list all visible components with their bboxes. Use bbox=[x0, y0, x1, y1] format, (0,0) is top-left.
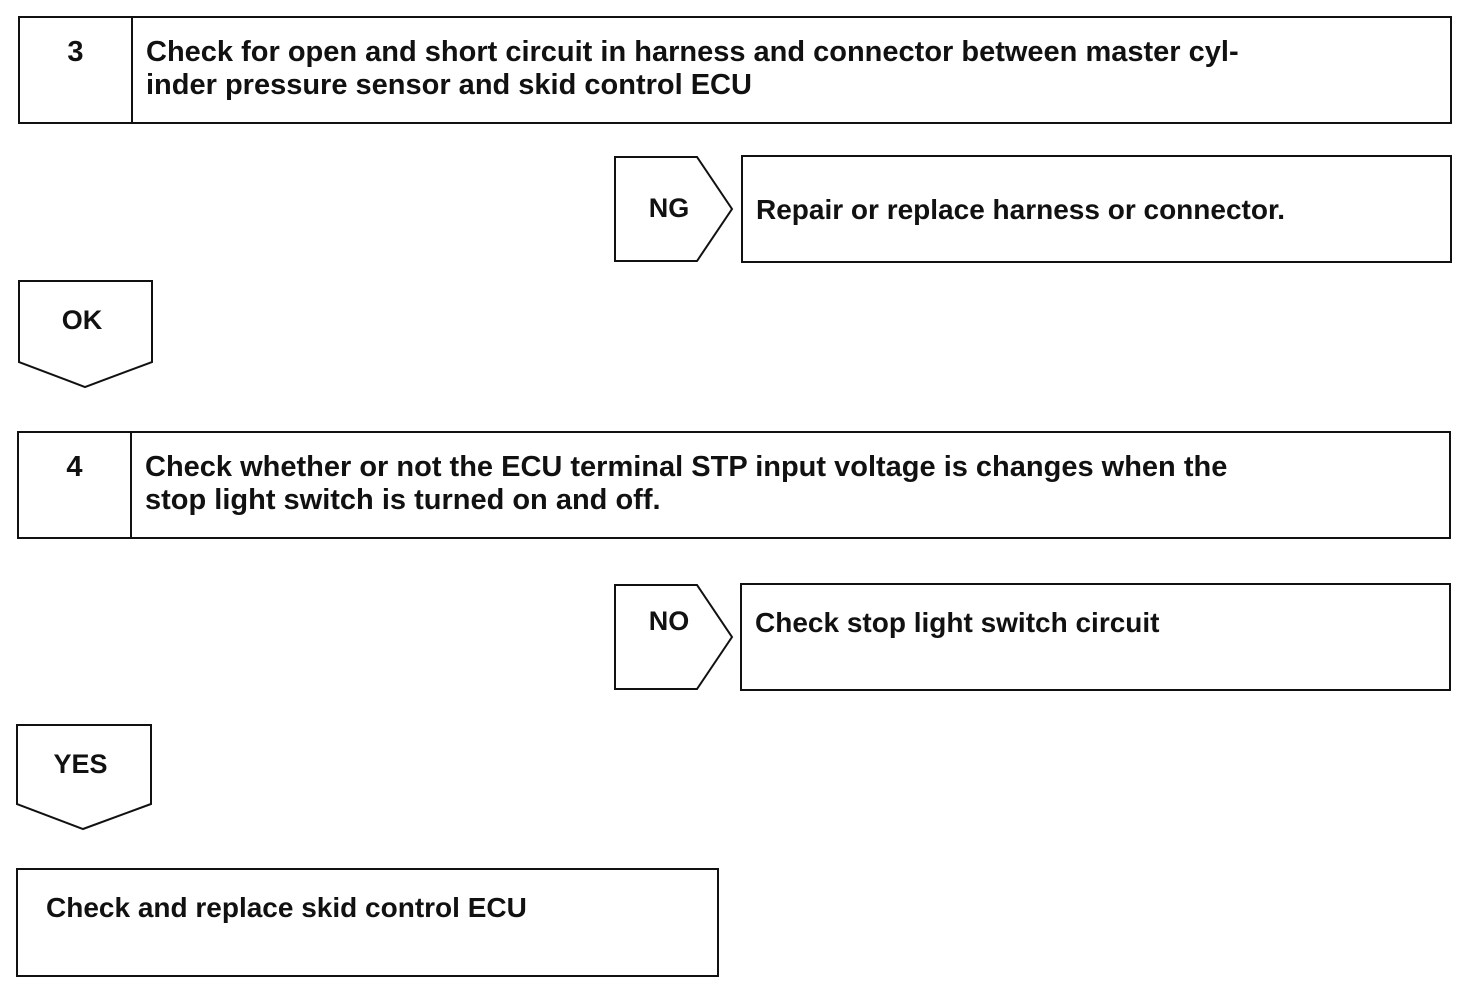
step-3-text-line-2: inder pressure sensor and skid control E… bbox=[146, 69, 752, 101]
step-4-text-line-2: stop light switch is turned on and off. bbox=[145, 484, 661, 516]
step-3-text-line-1: Check for open and short circuit in harn… bbox=[146, 36, 1239, 68]
step-4-text-line-1: Check whether or not the ECU terminal ST… bbox=[145, 451, 1228, 483]
final-action-box: Check and replace skid control ECU bbox=[16, 868, 719, 977]
yes-down-arrow bbox=[16, 724, 152, 831]
yes-label: YES bbox=[53, 749, 108, 779]
no-result-text: Check stop light switch circuit bbox=[755, 607, 1160, 638]
step-3-text: Check for open and short circuit in harn… bbox=[133, 18, 1450, 122]
ng-branch-arrow bbox=[614, 156, 734, 262]
step-3-box: 3 Check for open and short circuit in ha… bbox=[18, 16, 1452, 124]
step-4-number: 4 bbox=[19, 433, 132, 537]
step-3-number: 3 bbox=[20, 18, 133, 122]
step-4-text: Check whether or not the ECU terminal ST… bbox=[132, 433, 1449, 537]
ng-result-text: Repair or replace harness or connector. bbox=[756, 194, 1286, 225]
ng-result-box: Repair or replace harness or connector. bbox=[741, 155, 1452, 263]
no-result-box: Check stop light switch circuit bbox=[740, 583, 1451, 691]
final-action-text: Check and replace skid control ECU bbox=[46, 892, 527, 923]
ng-label: NG bbox=[648, 193, 690, 223]
ok-down-arrow bbox=[18, 280, 153, 389]
ok-label: OK bbox=[61, 305, 103, 335]
step-4-box: 4 Check whether or not the ECU terminal … bbox=[17, 431, 1451, 539]
no-branch-arrow bbox=[614, 584, 734, 690]
no-label: NO bbox=[648, 606, 690, 636]
